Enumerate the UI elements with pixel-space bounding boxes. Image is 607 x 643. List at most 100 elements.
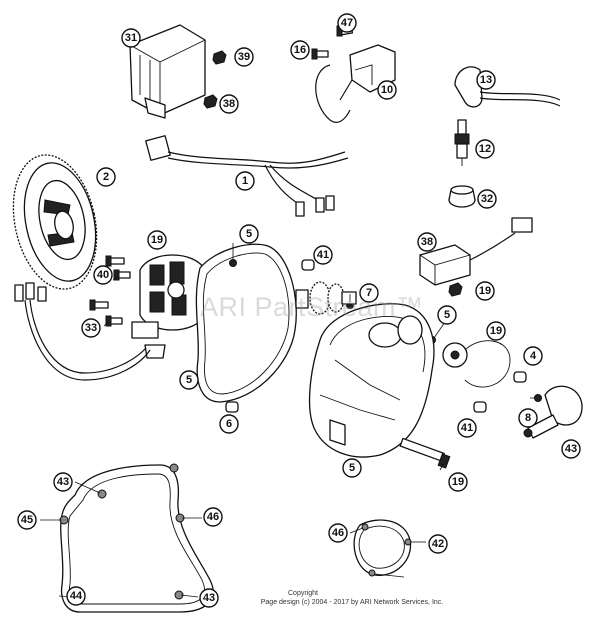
bolt-38-top: [203, 94, 218, 109]
callout-number: 5: [186, 374, 192, 386]
callout-number: 19: [452, 476, 464, 488]
bolt-39: [212, 50, 227, 65]
callout-circle: [477, 189, 497, 209]
callout-circle: [486, 321, 506, 341]
callout-5: 5: [342, 458, 362, 478]
screw-47-b: [311, 48, 329, 60]
callout-33: 33: [81, 318, 101, 338]
callout-31: 31: [121, 28, 141, 48]
ignition-coil-16: [315, 44, 396, 123]
callout-38: 38: [219, 94, 239, 114]
callout-number: 46: [332, 527, 344, 539]
callout-number: 43: [565, 443, 577, 455]
callout-5: 5: [437, 305, 457, 325]
callout-number: 5: [246, 228, 252, 240]
callout-number: 19: [151, 234, 163, 246]
callout-19: 19: [475, 281, 495, 301]
control-unit-31: [129, 24, 206, 119]
callout-circle: [448, 472, 468, 492]
callout-circle: [199, 588, 219, 608]
callout-19: 19: [486, 321, 506, 341]
callout-circle: [121, 28, 141, 48]
callout-number: 43: [57, 476, 69, 488]
copyright-notice: Copyright Page design (c) 2004 - 2017 by…: [222, 589, 482, 607]
callout-42: 42: [428, 534, 448, 554]
callout-number: 10: [381, 84, 393, 96]
dowel-5-a: [301, 259, 315, 271]
callout-circle: [523, 346, 543, 366]
ring-19-d: [534, 394, 542, 402]
callout-number: 41: [317, 249, 329, 261]
callout-44: 44: [66, 586, 86, 606]
callout-43: 43: [561, 439, 581, 459]
callout-19: 19: [147, 230, 167, 250]
callout-number: 43: [203, 592, 215, 604]
callout-circle: [179, 370, 199, 390]
spark-plug-13: [454, 119, 470, 166]
callout-circle: [518, 408, 538, 428]
callout-32: 32: [477, 189, 497, 209]
callout-47: 47: [337, 13, 357, 33]
callout-46: 46: [328, 523, 348, 543]
wire-harness-32: [145, 135, 349, 217]
callout-38: 38: [417, 232, 437, 252]
callout-circle: [359, 283, 379, 303]
callout-number: 4: [530, 350, 537, 362]
callout-39: 39: [234, 47, 254, 67]
callout-circle: [475, 139, 495, 159]
callout-45: 45: [17, 510, 37, 530]
sensor-8: [523, 385, 583, 439]
callout-circle: [437, 305, 457, 325]
callout-circle: [561, 439, 581, 459]
callout-number: 5: [444, 309, 450, 321]
callout-2: 2: [96, 167, 116, 187]
callout-13: 13: [476, 70, 496, 90]
callout-number: 33: [85, 322, 97, 334]
callout-43: 43: [53, 472, 73, 492]
callout-46: 46: [203, 507, 223, 527]
callout-number: 42: [432, 538, 444, 550]
callout-circle: [219, 414, 239, 434]
callout-circle: [93, 265, 113, 285]
callout-19: 19: [448, 472, 468, 492]
callout-number: 19: [479, 285, 491, 297]
gasket-4: [195, 243, 297, 403]
callout-circle: [66, 586, 86, 606]
ring-19-a: [229, 259, 237, 267]
callout-number: 2: [103, 171, 109, 183]
screws-41-40: [89, 255, 131, 327]
callout-number: 1: [242, 175, 248, 187]
callout-12: 12: [475, 139, 495, 159]
callout-41: 41: [457, 418, 477, 438]
callout-16: 16: [290, 40, 310, 60]
copyright-title: Copyright: [288, 590, 318, 597]
callout-number: 38: [421, 236, 433, 248]
dowel-5-b: [225, 401, 239, 413]
callout-41: 41: [313, 245, 333, 265]
spark-plug-cap-10: [454, 66, 561, 108]
callout-number: 16: [294, 44, 306, 56]
callout-40: 40: [93, 265, 113, 285]
callout-circle: [342, 458, 362, 478]
callout-number: 13: [480, 74, 492, 86]
callout-circle: [476, 70, 496, 90]
callout-number: 39: [238, 51, 250, 63]
callout-7: 7: [359, 283, 379, 303]
callout-circle: [377, 80, 397, 100]
callout-circle: [313, 245, 333, 265]
callout-circle: [81, 318, 101, 338]
callout-circle: [337, 13, 357, 33]
callout-1: 1: [235, 171, 255, 191]
callout-6: 6: [219, 414, 239, 434]
callout-circle: [235, 171, 255, 191]
callout-number: 38: [223, 98, 235, 110]
callout-number: 5: [349, 462, 355, 474]
flywheel-1: [12, 154, 98, 290]
starter-gear: [295, 281, 357, 315]
callout-number: 44: [70, 590, 83, 602]
callout-number: 12: [479, 143, 491, 155]
callout-5: 5: [239, 224, 259, 244]
callout-number: 45: [21, 514, 33, 526]
